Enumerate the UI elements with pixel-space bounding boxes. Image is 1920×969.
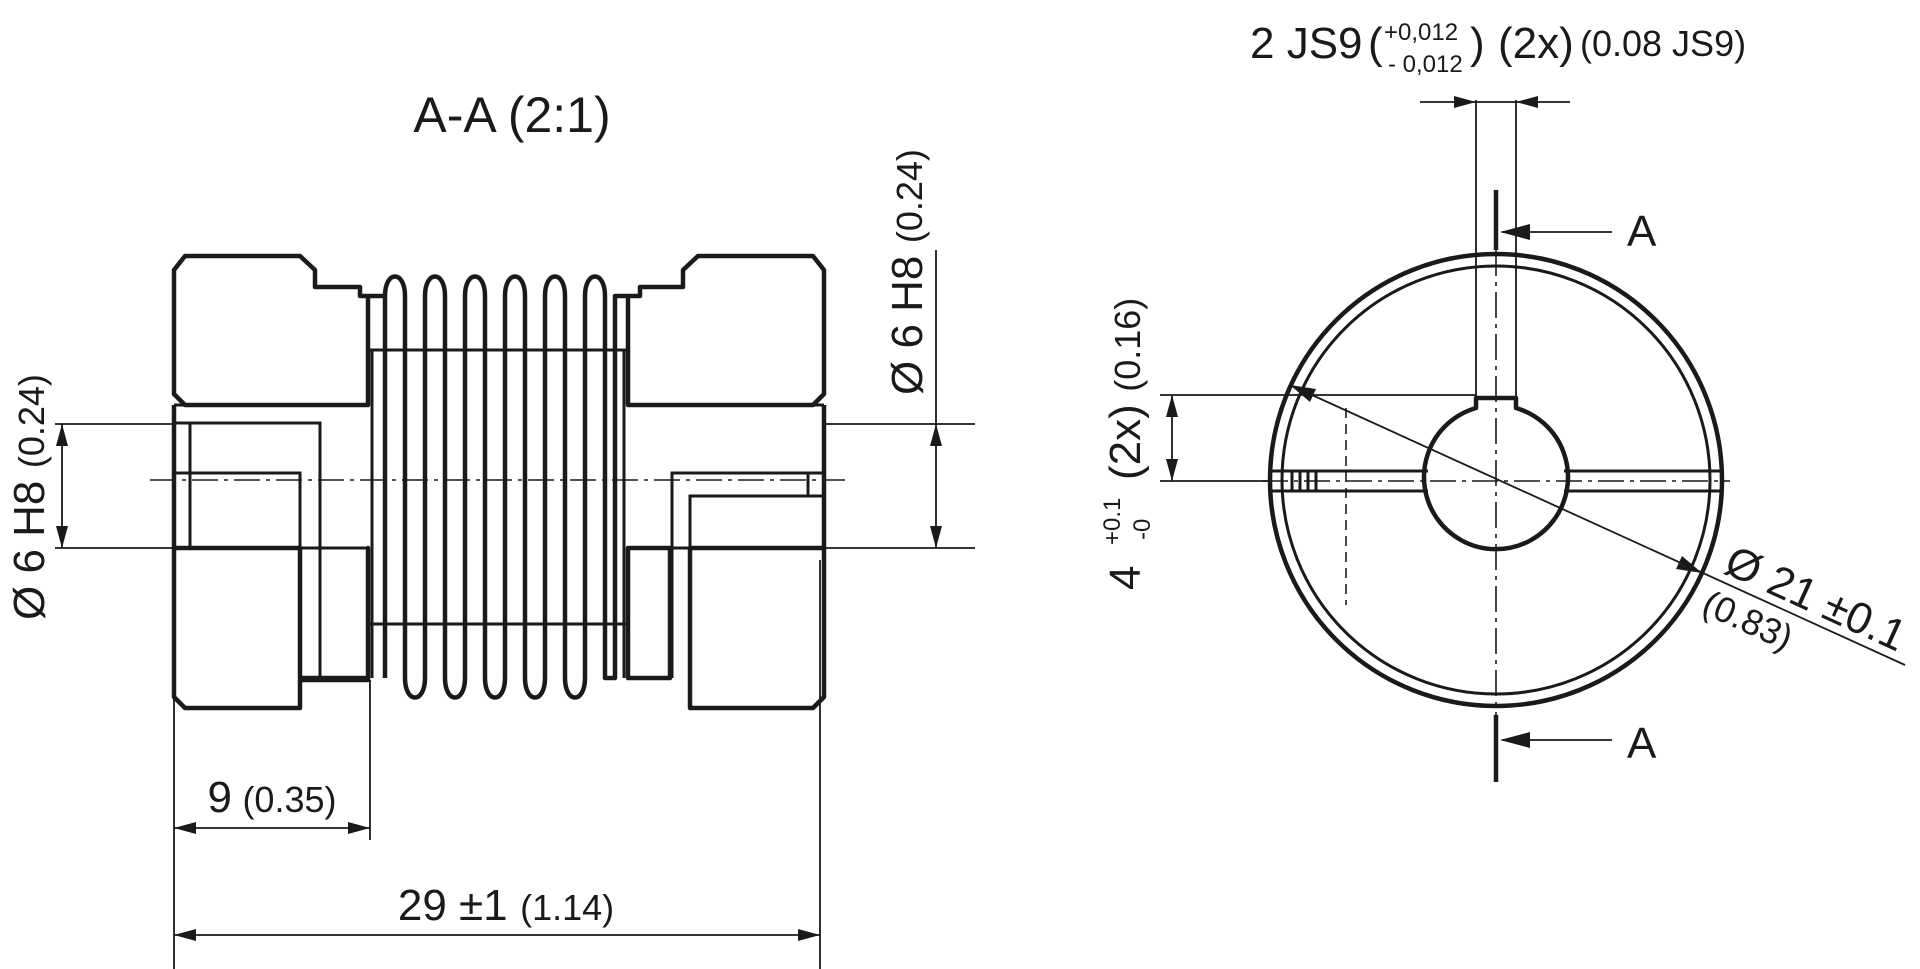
keyway-depth-dimension: 4 +0.1 -0 (2x) (0.16): [1099, 298, 1476, 590]
section-marker-bottom: A: [1627, 719, 1657, 768]
left-bore-label: Ø 6 H8 (0.24): [5, 374, 54, 620]
right-hub-lower-section: [687, 545, 827, 711]
keyway-depth-count: (2x) (0.16): [1101, 298, 1150, 480]
keyway-width-count: (2x): [1498, 19, 1574, 68]
right-hub-upper-section: [625, 253, 827, 408]
keyway-depth-tol-lower: -0: [1129, 519, 1156, 540]
keyway-width-dimension: 2 JS9 ( +0,012 - 0,012 ) (2x) (0.08 JS9): [1250, 19, 1746, 398]
clamp-slit: [1272, 469, 1720, 493]
keyway-width-main: 2 JS9: [1250, 19, 1363, 68]
section-title: A-A (2:1): [413, 87, 610, 143]
section-cutting-line: A A: [1493, 190, 1657, 782]
keyway-width-tol-lower: - 0,012: [1388, 51, 1463, 78]
svg-text:): ): [1470, 19, 1485, 68]
bellows: [368, 274, 628, 700]
right-hub: [625, 253, 827, 711]
bellows-convolutions: [368, 274, 628, 700]
right-hub-slit: [670, 471, 824, 678]
keyway-width-paren: (0.08 JS9): [1580, 23, 1746, 64]
keyway-depth-label: 4: [1101, 566, 1150, 590]
bore-with-keyway: [1421, 395, 1571, 552]
right-bore-label: Ø 6 H8 (0.24): [883, 149, 932, 395]
left-hub-lower-section: [171, 545, 371, 711]
right-hub-inner-lower: [625, 545, 673, 681]
left-bore-dimension: Ø 6 H8 (0.24): [5, 374, 174, 620]
outer-diameter-dimension: Ø 21 ±0.1 (0.83): [1289, 384, 1914, 666]
keyway-width-tol-upper: +0,012: [1384, 19, 1458, 46]
svg-text:(: (: [1368, 19, 1383, 68]
overall-length-dimension: 29 ±1 (1.14): [174, 560, 821, 969]
section-marker-top: A: [1627, 207, 1657, 256]
end-view: A A 2 JS9 ( +0,012 - 0,012 ) (2x) (0.08 …: [1099, 19, 1914, 782]
overall-length-label: 29 ±1 (1.14): [398, 881, 614, 930]
left-hub-upper-section: [171, 253, 371, 408]
hub-length-dimension: 9 (0.35): [173, 560, 371, 969]
right-bore-dimension: Ø 6 H8 (0.24): [824, 149, 975, 549]
hub-length-label: 9 (0.35): [208, 773, 337, 822]
left-hub: [171, 253, 371, 711]
keyway-depth-tol-upper: +0.1: [1099, 498, 1126, 545]
section-view: A-A (2:1): [5, 87, 975, 969]
